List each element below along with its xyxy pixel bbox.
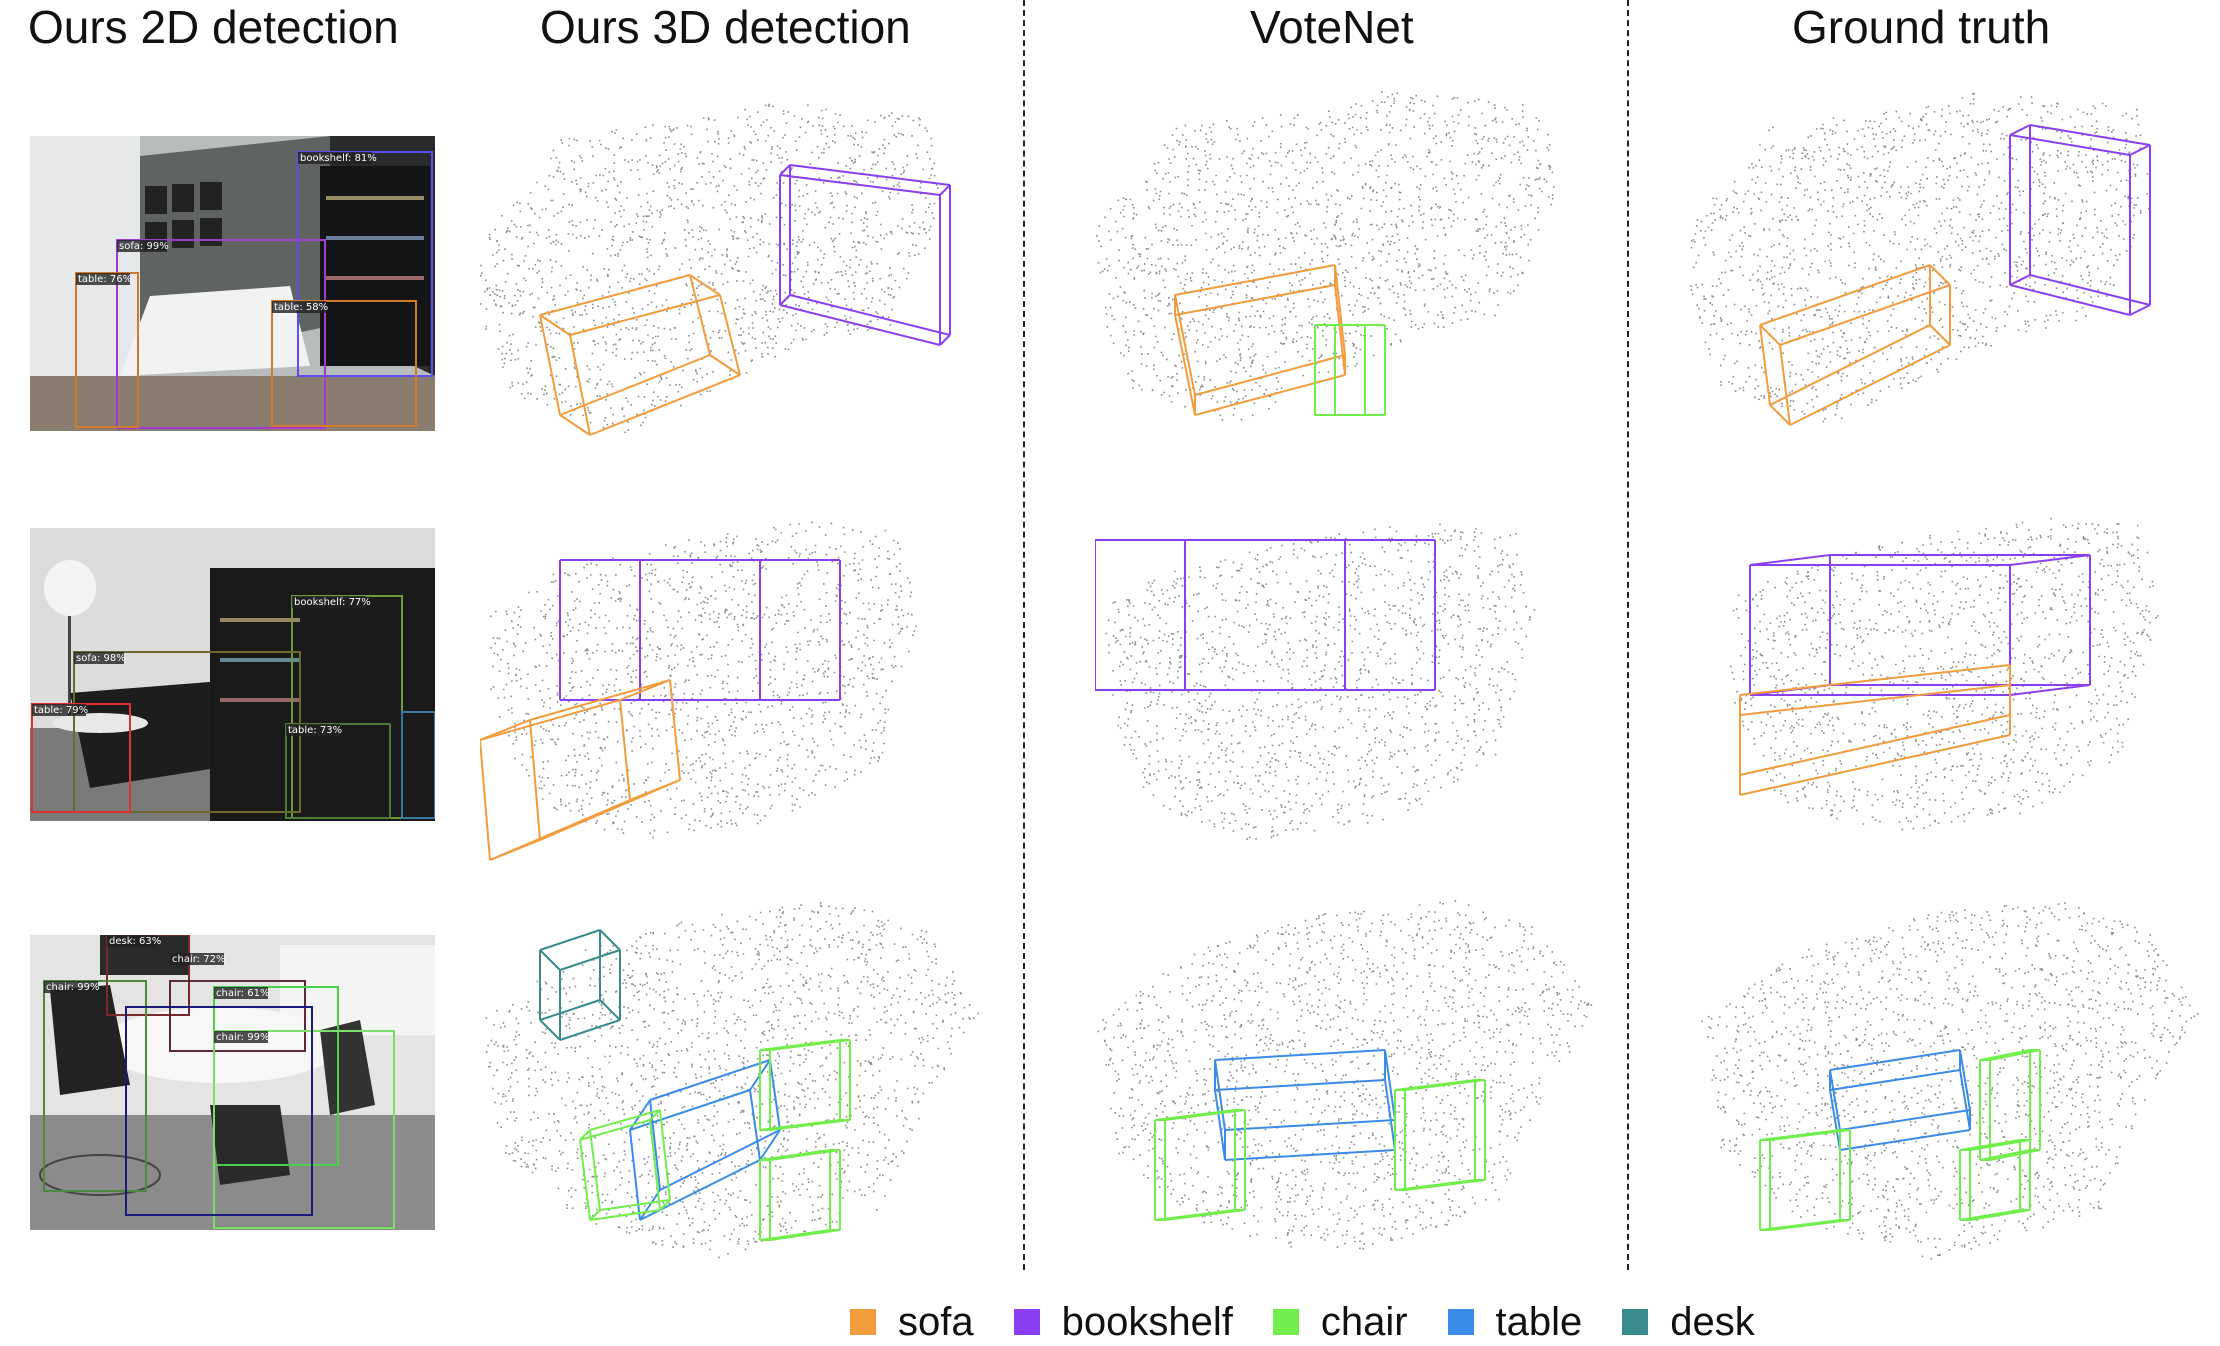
det-box-table bbox=[125, 1006, 313, 1216]
bbox-chair bbox=[1394, 1079, 1486, 1191]
legend-label-sofa: sofa bbox=[898, 1299, 974, 1344]
det-label-chair-4: chair: 99% bbox=[216, 1032, 269, 1043]
bbox-chair bbox=[1759, 1129, 1851, 1231]
point-cloud-points bbox=[1096, 91, 1555, 421]
bbox-chair bbox=[579, 1109, 671, 1221]
legend-item-desk: desk bbox=[1622, 1300, 1755, 1345]
photo-row2: bookshelf: 77% sofa: 98% table: 79% tabl… bbox=[30, 528, 435, 821]
det-box-partial bbox=[401, 711, 435, 819]
det-label-table-1: table: 79% bbox=[34, 705, 88, 716]
divider-left bbox=[1023, 0, 1025, 1270]
det-label-chair-2: chair: 72% bbox=[172, 954, 225, 965]
bbox-desk bbox=[539, 929, 621, 1041]
point-cloud-points bbox=[1097, 900, 1593, 1250]
det-box-chair-4 bbox=[213, 1030, 395, 1229]
column-title-votenet: VoteNet bbox=[1250, 1, 1414, 53]
det-box-table-2 bbox=[271, 300, 417, 427]
det-label-table-1: table: 76% bbox=[78, 274, 132, 285]
legend-swatch-table bbox=[1447, 1309, 1474, 1335]
bbox-bookshelf bbox=[1749, 554, 2091, 696]
pointcloud-gt-row2 bbox=[1720, 495, 2180, 855]
bbox-chair bbox=[759, 1149, 841, 1241]
bbox-bookshelf bbox=[1095, 539, 1436, 691]
point-cloud-points bbox=[1701, 902, 2199, 1260]
pointcloud-votenet-row1 bbox=[1085, 85, 1585, 455]
pointcloud-votenet-row3 bbox=[1075, 890, 1605, 1270]
bbox-chair bbox=[1314, 324, 1386, 416]
det-box-chair-2 bbox=[169, 980, 306, 1052]
det-label-chair-3: chair: 61% bbox=[216, 988, 269, 999]
det-box-sofa bbox=[116, 239, 326, 429]
pointcloud-gt-row1 bbox=[1680, 85, 2180, 455]
det-label-bookshelf: bookshelf: 81% bbox=[300, 153, 377, 164]
column-title-ours-3d: Ours 3D detection bbox=[540, 1, 911, 53]
point-cloud-points bbox=[485, 902, 979, 1259]
legend-item-sofa: sofa bbox=[850, 1300, 974, 1345]
legend-label-bookshelf: bookshelf bbox=[1061, 1299, 1233, 1344]
point-cloud-points bbox=[1690, 92, 2150, 423]
bbox-chair bbox=[1959, 1139, 2031, 1221]
pointcloud-ours-row3 bbox=[460, 890, 1000, 1270]
det-label-sofa: sofa: 99% bbox=[119, 241, 169, 252]
legend-swatch-bookshelf bbox=[1013, 1309, 1040, 1335]
det-label-table-2: table: 73% bbox=[288, 725, 342, 736]
bbox-sofa bbox=[1739, 664, 2011, 796]
bbox-sofa bbox=[480, 679, 681, 861]
column-title-2d: Ours 2D detection bbox=[28, 1, 399, 53]
legend-swatch-sofa bbox=[850, 1309, 876, 1335]
pointcloud-votenet-row2 bbox=[1095, 500, 1595, 860]
bbox-chair bbox=[1979, 1049, 2041, 1161]
legend-label-chair: chair bbox=[1320, 1299, 1408, 1344]
det-label-chair-1: chair: 99% bbox=[46, 982, 99, 993]
pointcloud-gt-row3 bbox=[1680, 890, 2200, 1270]
legend-item-table: table bbox=[1447, 1299, 1583, 1345]
legend-label-table: table bbox=[1495, 1299, 1583, 1344]
bbox-chair bbox=[759, 1039, 851, 1131]
point-cloud-points bbox=[480, 103, 939, 434]
pointcloud-ours-row2 bbox=[480, 500, 980, 870]
bbox-sofa bbox=[1174, 264, 1346, 416]
photo-row1: bookshelf: 81% sofa: 99% table: 76% tabl… bbox=[30, 136, 435, 431]
pointcloud-ours-row1 bbox=[470, 95, 990, 455]
bbox-sofa bbox=[1759, 264, 1951, 426]
column-title-ground-truth: Ground truth bbox=[1792, 1, 2051, 53]
bbox-table bbox=[1214, 1049, 1396, 1161]
bbox-chair bbox=[1154, 1109, 1246, 1221]
bbox-bookshelf bbox=[2009, 124, 2151, 316]
photo-row3: desk: 63% chair: 99% chair: 72% chair: 6… bbox=[30, 935, 435, 1230]
bbox-sofa bbox=[539, 274, 741, 436]
legend: sofa bookshelf chair table desk bbox=[850, 1298, 1795, 1346]
bbox-bookshelf bbox=[779, 164, 951, 346]
det-label-table-2: table: 58% bbox=[274, 302, 328, 313]
det-label-bookshelf: bookshelf: 77% bbox=[294, 597, 371, 608]
legend-item-chair: chair bbox=[1272, 1299, 1408, 1345]
det-box-desk bbox=[106, 935, 190, 1016]
det-label-sofa: sofa: 98% bbox=[76, 653, 126, 664]
bbox-bookshelf bbox=[559, 559, 841, 701]
point-cloud-points bbox=[1105, 523, 1536, 840]
legend-swatch-chair bbox=[1272, 1309, 1299, 1335]
point-cloud-points bbox=[490, 521, 917, 839]
legend-item-bookshelf: bookshelf bbox=[1013, 1299, 1233, 1345]
divider-right bbox=[1627, 0, 1629, 1270]
legend-swatch-desk bbox=[1622, 1309, 1649, 1335]
det-label-desk: desk: 63% bbox=[109, 936, 161, 947]
legend-label-desk: desk bbox=[1670, 1299, 1755, 1344]
point-cloud-points bbox=[1730, 517, 2159, 831]
